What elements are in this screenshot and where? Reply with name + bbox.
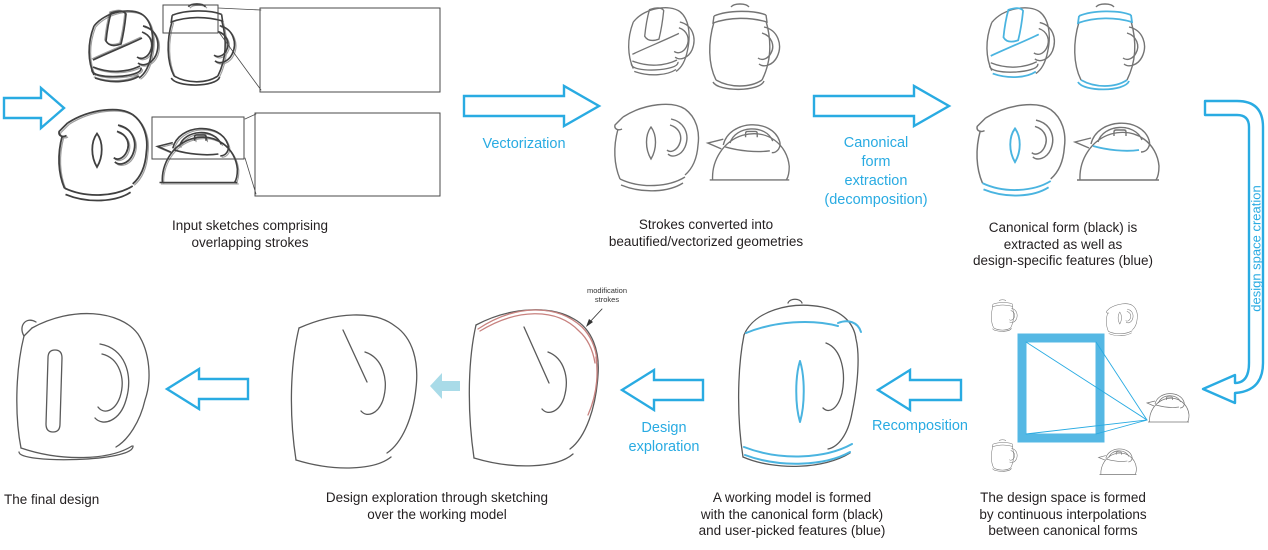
refine-arrow-icon (430, 373, 460, 399)
modification-strokes-icon (477, 309, 598, 416)
vectorized-panel (614, 3, 790, 192)
canonical-extraction-arrow-icon (812, 83, 952, 129)
mini-jug-topleft-icon (991, 299, 1018, 332)
vector-kettle-icon (627, 7, 695, 76)
design-space-panel (991, 299, 1190, 475)
mini-teapot-bottom-icon (1098, 448, 1137, 475)
design-exploration-label: Design exploration (628, 420, 700, 455)
canonical-kettle-icon (986, 7, 1056, 78)
mini-jug-bottomleft-icon (991, 439, 1018, 472)
working-model-caption: A working model is formed with the canon… (698, 490, 886, 538)
input-jug-sketch-icon (167, 3, 237, 86)
exploration-outline-icon (468, 309, 599, 467)
recomposition-arrow-icon (875, 367, 963, 413)
canonical-kettle2-icon (976, 103, 1066, 197)
vector-jug-icon (709, 3, 781, 91)
final-caption: The final design (4, 492, 100, 507)
exploration-clean-outline-icon (290, 314, 418, 469)
handle-detail-strokes-icon (261, 137, 421, 193)
exploration-caption: Design exploration through sketching ove… (325, 490, 549, 522)
mini-teapot-right-icon (1146, 393, 1190, 423)
input-kettle2-sketch-icon (58, 108, 150, 202)
vector-kettle2-icon (614, 103, 700, 192)
working-model-panel (737, 298, 862, 468)
input-kettle-sketch-icon (88, 9, 161, 83)
zoom-source-box-top (162, 4, 219, 34)
exploration-sketch-clean (290, 314, 418, 469)
lid-detail-strokes-icon (268, 28, 432, 83)
mini-kettle-topright-icon (1106, 303, 1138, 336)
vectorization-label: Vectorization (482, 136, 566, 152)
final-arrow-icon (164, 366, 250, 412)
vectorization-arrow-icon (462, 83, 602, 129)
canonical-jug-icon (1074, 3, 1146, 91)
canonical-panel (976, 3, 1160, 197)
final-design-panel (16, 312, 150, 461)
design-space-creation-arrow-icon (1201, 99, 1265, 405)
entry-arrow-icon (2, 85, 66, 131)
final-design-outline-icon (16, 312, 150, 461)
vectorized-caption: Strokes converted into beautified/vector… (608, 217, 804, 249)
modification-strokes-label: modification strokes (586, 286, 628, 304)
working-model-features-icon (743, 320, 862, 465)
design-space-creation-label: design space creation (1248, 185, 1264, 312)
input-sketches-panel (58, 3, 441, 202)
annotation-arrow-icon (586, 308, 603, 327)
canonical-extraction-label: Canonical form extraction (decomposition… (824, 135, 928, 208)
zoom-detail-box-top (259, 7, 441, 93)
recomposition-label: Recomposition (872, 418, 968, 434)
zoom-detail-box-bottom (254, 112, 441, 197)
canonical-caption: Canonical form (black) is extracted as w… (972, 220, 1154, 268)
input-caption: Input sketches comprising overlapping st… (171, 218, 329, 250)
exploration-sketch-annotated (468, 308, 603, 467)
design-exploration-arrow-icon (619, 367, 705, 413)
input-teapot-sketch-icon (156, 127, 240, 185)
design-space-square-icon (1017, 333, 1105, 443)
canonical-teapot-icon (1074, 122, 1160, 181)
zoom-source-box-bottom (151, 116, 245, 160)
working-model-outline-icon (737, 298, 859, 468)
vector-teapot-icon (707, 124, 790, 181)
design-space-caption: The design space is formed by continuous… (979, 490, 1147, 538)
